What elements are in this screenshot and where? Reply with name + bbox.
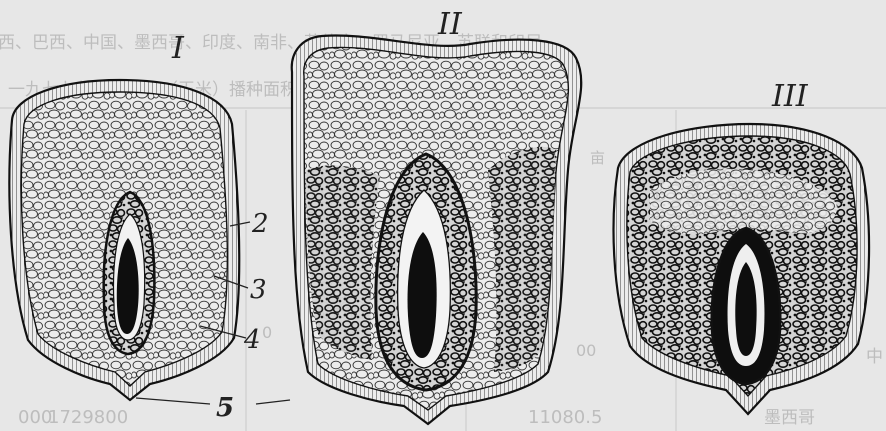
- label-2: 2: [251, 209, 269, 239]
- bleed-bottom-left: 000: [18, 407, 52, 428]
- kernel-section-2: [292, 35, 581, 424]
- bleed-number-2: 1729800: [48, 407, 128, 428]
- leader-line-5: [136, 398, 210, 404]
- kernel-section-1: [9, 80, 239, 400]
- leader-line-5b: [256, 400, 290, 404]
- bleed-right-char: 中: [866, 347, 883, 367]
- bleed-number-3: 0: [262, 323, 272, 342]
- numeral-2: II: [437, 7, 463, 42]
- kernel-section-3: [614, 124, 870, 414]
- label-4: 4: [243, 325, 261, 355]
- bleed-number-1: 11080.5: [528, 407, 602, 428]
- numeral-3: III: [771, 79, 809, 114]
- bleed-col-header: 亩: [590, 149, 605, 167]
- bleed-bottom-right: 墨西哥: [764, 408, 815, 428]
- bleed-number-5: 00: [576, 341, 596, 360]
- label-5: 5: [216, 393, 234, 423]
- label-3: 3: [250, 275, 267, 305]
- numeral-1: I: [171, 31, 185, 66]
